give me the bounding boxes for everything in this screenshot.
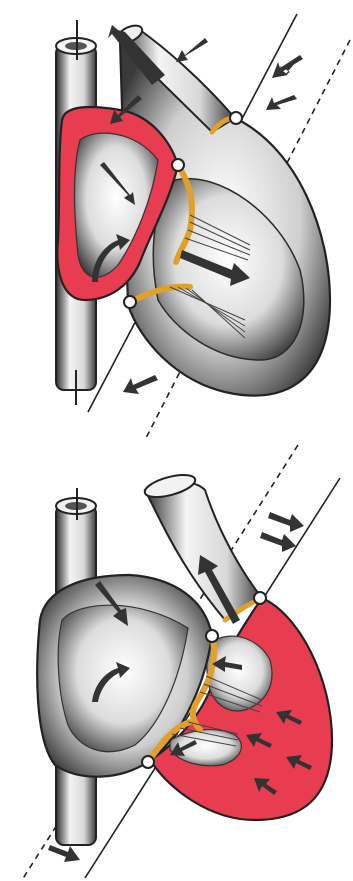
- valve-node-icon: [124, 296, 136, 308]
- valve-node-icon: [230, 112, 242, 124]
- panel-systole: [22, 445, 340, 880]
- flow-arrow-icon: [268, 512, 304, 532]
- valve-node-icon: [254, 592, 266, 604]
- flow-arrow-icon: [176, 38, 208, 62]
- flow-arrow-icon: [266, 95, 297, 110]
- flow-arrow-icon: [123, 375, 158, 394]
- flow-arrow-icon: [48, 845, 80, 862]
- panel-diastole: [56, 14, 350, 440]
- valve-node-icon: [206, 630, 218, 642]
- flow-arrow-icon: [272, 55, 303, 78]
- valve-node-icon: [172, 159, 184, 171]
- valve-node-icon: [142, 756, 154, 768]
- flow-arrow-icon: [260, 532, 296, 552]
